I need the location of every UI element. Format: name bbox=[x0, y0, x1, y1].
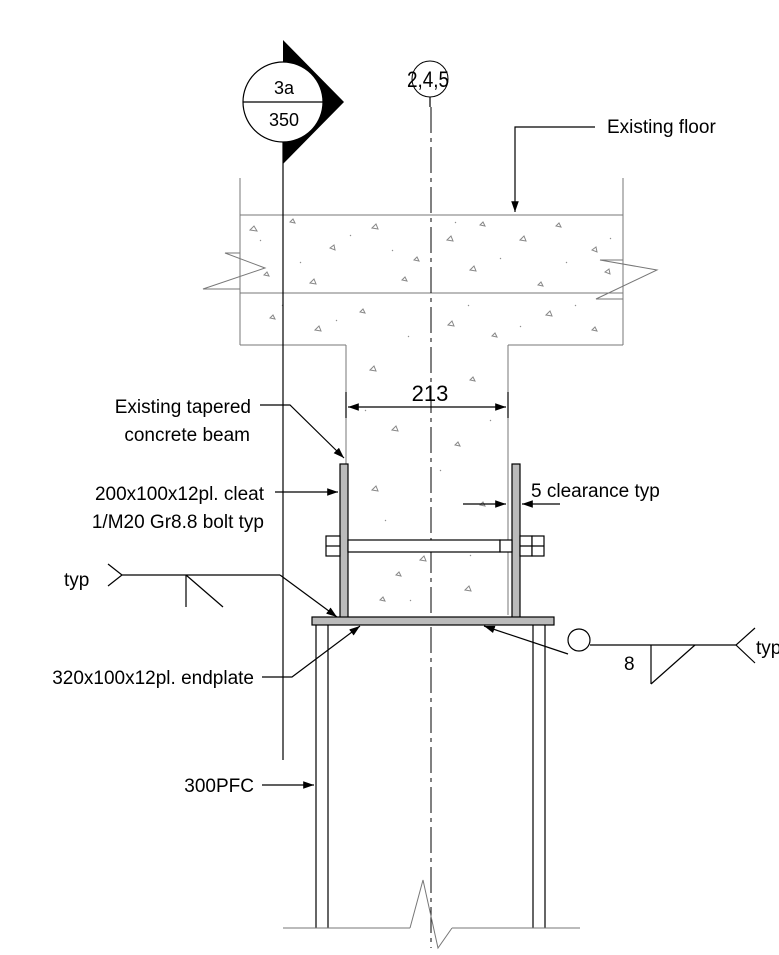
endplate-leader: 320x100x12pl. endplate bbox=[52, 625, 361, 689]
tapered-beam-label-line1: Existing tapered bbox=[115, 397, 251, 418]
existing-floor-leader: Existing floor bbox=[511, 117, 716, 212]
dimension-213-text: 213 bbox=[412, 381, 449, 406]
left-break-line bbox=[202, 252, 267, 290]
grid-reference-bubble: 2,4,5 bbox=[407, 60, 449, 107]
clearance-dimension: 5 clearance typ bbox=[463, 481, 660, 508]
cleat-label-line1: 200x100x12pl. cleat bbox=[95, 484, 265, 505]
right-cleat bbox=[511, 463, 521, 619]
pfc-leader: 300PFC bbox=[184, 776, 314, 797]
section-marker: 3a 350 bbox=[242, 40, 344, 760]
weld-typ-left: typ bbox=[64, 570, 89, 591]
tapered-beam-label-line2: concrete beam bbox=[124, 425, 250, 446]
right-break-line bbox=[595, 259, 659, 300]
section-marker-top: 3a bbox=[274, 78, 295, 98]
dimension-213: 213 bbox=[345, 381, 509, 418]
grid-reference-text: 2,4,5 bbox=[407, 68, 449, 93]
endplate-label: 320x100x12pl. endplate bbox=[52, 668, 254, 689]
section-marker-bottom: 350 bbox=[269, 110, 299, 130]
existing-floor-label: Existing floor bbox=[607, 117, 716, 138]
endplate bbox=[311, 616, 555, 626]
cleat-leader: 200x100x12pl. cleat 1/M20 Gr8.8 bolt typ bbox=[92, 484, 338, 533]
pfc-column bbox=[283, 625, 580, 950]
weld-typ-right: typ bbox=[756, 638, 779, 659]
m20-bolt bbox=[325, 535, 545, 557]
clearance-label: 5 clearance typ bbox=[531, 481, 660, 502]
tapered-beam-leader: Existing tapered concrete beam bbox=[115, 397, 345, 459]
left-weld-symbol: typ bbox=[64, 563, 338, 618]
weld-size: 8 bbox=[624, 654, 635, 675]
existing-floor-slab bbox=[202, 178, 659, 346]
cleat-label-line2: 1/M20 Gr8.8 bolt typ bbox=[92, 512, 264, 533]
pfc-label: 300PFC bbox=[184, 776, 254, 797]
right-weld-symbol: 8 typ bbox=[483, 625, 779, 685]
left-cleat bbox=[339, 463, 349, 619]
